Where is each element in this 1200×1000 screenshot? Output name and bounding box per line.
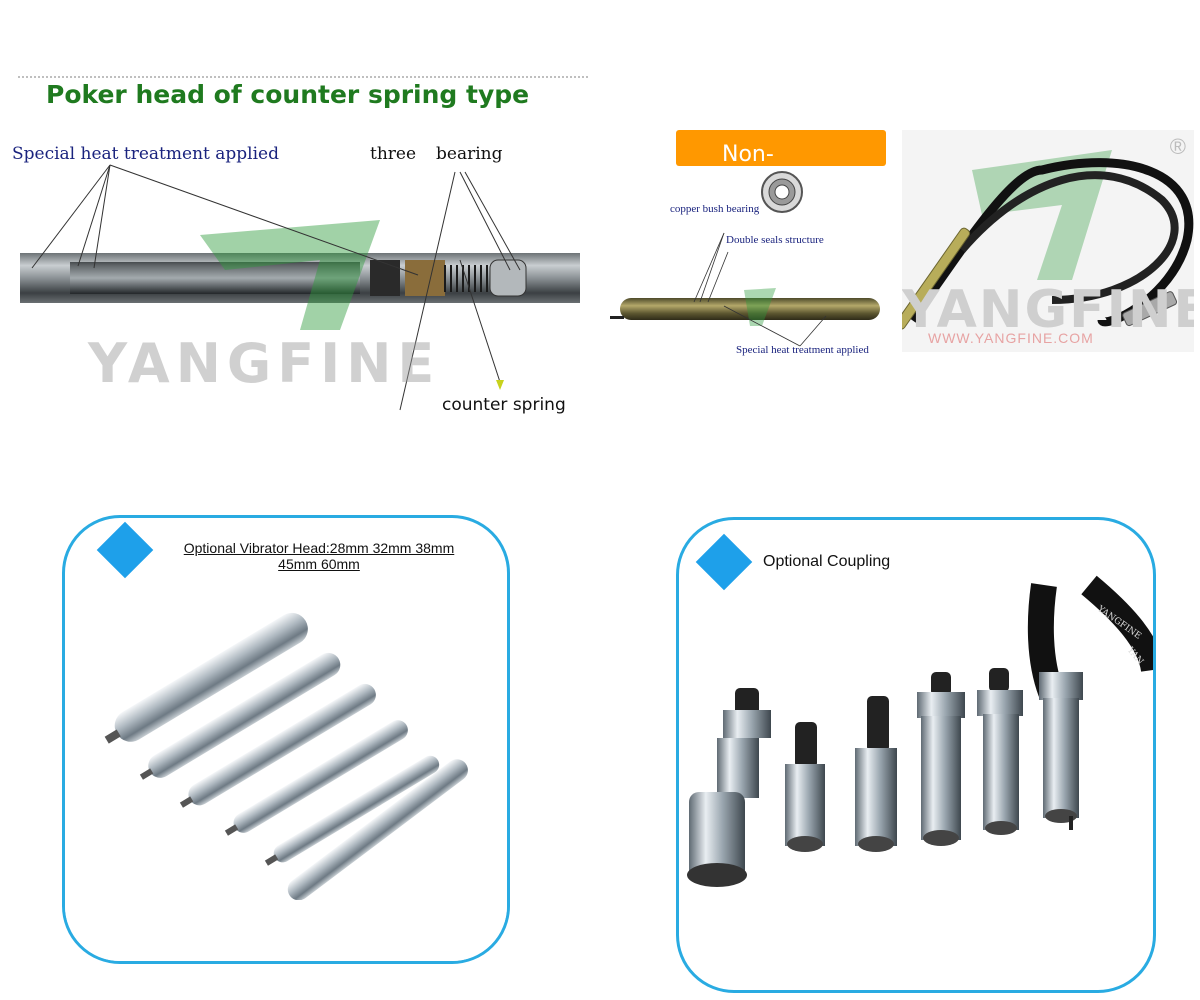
non-spring-diagram: Non- copper bush bearing Double seals st… <box>604 130 894 370</box>
hose-photo: ® YANGFINE WWW.YANGFINE.COM <box>902 130 1194 352</box>
coupling-4 <box>917 672 965 846</box>
vibrator-head-32 <box>224 720 408 836</box>
poker-head-diagram: Poker head of counter spring type <box>10 70 590 420</box>
vibrator-head-extra <box>287 759 468 901</box>
poker-head-title: Poker head of counter spring type <box>46 80 530 109</box>
coupling-card: Optional Coupling YANGFINE YAN <box>676 517 1156 993</box>
hose-brand-watermark: YANGFINE <box>902 280 1194 340</box>
registered-mark: ® <box>1169 134 1186 159</box>
coupling-2 <box>785 722 825 852</box>
copper-bush-label: copper bush bearing <box>670 203 760 215</box>
vibrator-head-45 <box>139 652 341 780</box>
vibrator-head-28 <box>264 755 440 866</box>
couplings-illustration: YANGFINE YAN <box>687 575 1153 887</box>
poker-head-illustration <box>20 164 580 411</box>
coupling-5 <box>977 668 1023 835</box>
non-banner: Non- <box>676 130 886 166</box>
vibrator-head-caption: Optional Vibrator Head:28mm 32mm 38mm 45… <box>165 540 473 572</box>
poker-watermark: YANGFINE <box>88 332 441 395</box>
dotted-divider <box>18 76 588 78</box>
counter-spring-label: counter spring <box>442 395 566 415</box>
heat-treatment-label: Special heat treatment applied <box>12 144 279 164</box>
coupling-6 <box>1039 672 1083 830</box>
hose-url-watermark: WWW.YANGFINE.COM <box>928 330 1094 346</box>
vibrator-heads-illustration <box>65 612 507 961</box>
hose-illustration <box>902 150 1194 330</box>
coupling-caption: Optional Coupling <box>763 553 891 570</box>
vibrator-head-38 <box>179 683 376 808</box>
double-seals-label: Double seals structure <box>726 234 824 246</box>
vibrator-head-card: Optional Vibrator Head:28mm 32mm 38mm 45… <box>62 515 510 964</box>
non-spring-illustration <box>610 171 880 347</box>
coupling-3 <box>855 696 897 852</box>
coupling-1 <box>687 688 771 887</box>
three-label: three <box>370 144 417 164</box>
vibrator-head-60 <box>104 612 308 744</box>
non-banner-text: Non- <box>722 142 774 166</box>
vibrator-head-caption-line1: Optional Vibrator Head:28mm 32mm 38mm <box>183 540 455 556</box>
vibrator-head-caption-line2: 45mm 60mm <box>278 556 360 572</box>
special-heat-label: Special heat treatment applied <box>736 344 869 356</box>
bearing-label: bearing <box>436 144 503 164</box>
